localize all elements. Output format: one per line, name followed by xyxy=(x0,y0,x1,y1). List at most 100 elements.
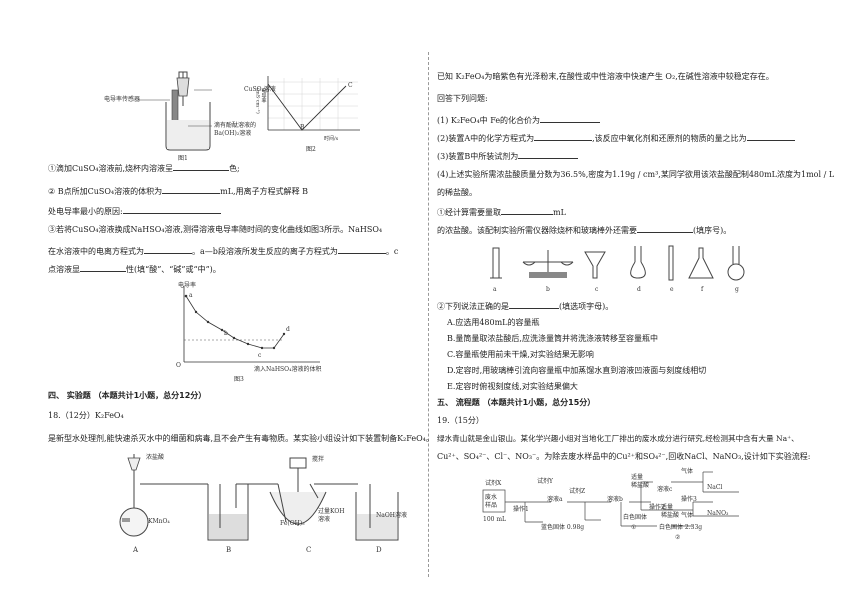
figure-1-caption: 图1 xyxy=(178,155,188,162)
q19-text-2: Cu²⁺、SO₄²⁻、Cl⁻、NO₃⁻。为除去废水样品中的Cu²⁺和SO₄²⁻,… xyxy=(437,452,811,461)
q18-part-4-options-prompt: ②下列说法正确的是(填选项字母)。 xyxy=(437,300,614,311)
flow-reagent-x: 试剂X xyxy=(485,480,502,487)
q1: ①滴加CuSO₄溶液前,烧杯内溶液呈色; xyxy=(48,162,240,173)
instrument-c: c xyxy=(595,286,599,293)
flow-dilute-hcl-2: 稀盐酸 xyxy=(661,512,680,519)
answer-blank[interactable] xyxy=(162,185,221,194)
q3-acidity: 点溶液显性(填“酸”、“碱”或“中”)。 xyxy=(48,263,221,274)
flow-sample: 样品 xyxy=(485,502,498,509)
label-a: A xyxy=(133,546,139,554)
option-b: B.量筒量取浓盐酸后,应洗涤量筒并将洗涤液转移至容量瓶中 xyxy=(447,334,658,343)
option-a: A.应选用480mL的容量瓶 xyxy=(447,318,540,327)
figure-3-point-d: d xyxy=(286,326,290,333)
option-d: D.定容时,用玻璃棒引流向容量瓶中加蒸馏水直到溶液凹液面与刻度线相切 xyxy=(447,366,707,375)
flow-gas: 气体 xyxy=(681,468,694,475)
flow-op3: 操作3 xyxy=(681,496,697,503)
label-stir: 搅拌 xyxy=(312,456,325,463)
figure-3-caption: 图3 xyxy=(234,376,244,383)
figure-2-caption: 图2 xyxy=(306,146,316,153)
answer-blank[interactable] xyxy=(746,132,795,141)
answer-blank[interactable] xyxy=(534,132,593,141)
flow-solution-c: 溶液c xyxy=(657,486,673,493)
figure-2-xlabel: 时间/s xyxy=(324,136,339,142)
label-naoh: NaOH溶液 xyxy=(376,512,407,519)
flow-white-solid-1: 白色固体 xyxy=(623,514,648,521)
figure-2-ylabel: 电导率(mS·cm⁻¹) xyxy=(254,88,267,114)
instrument-e: e xyxy=(670,286,674,293)
label-kmno4: KMnO₄ xyxy=(148,518,170,525)
answer-blank[interactable] xyxy=(509,300,559,309)
q18-part-1: (1) K₂FeO₄中 Fe的化合价为 xyxy=(437,114,601,126)
flow-reagent-z: 试剂Z xyxy=(569,488,586,495)
figure-1-beaker xyxy=(138,71,212,151)
flow-suitable: 适量 xyxy=(631,474,644,481)
option-c: C.容量瓶使用前未干燥,对实验结果无影响 xyxy=(447,350,594,359)
answer-blank[interactable] xyxy=(637,224,693,233)
q18-text: 是新型水处理剂,能快速杀灭水中的细菌和病毒,且不会产生有毒物质。某实验小组设计如… xyxy=(48,434,434,443)
flow-solution-a: 溶液a xyxy=(547,496,563,503)
q18-part-4-cont: 的稀盐酸。 xyxy=(437,188,477,197)
q18-part-3: (3)装置B中所装试剂为 xyxy=(437,150,579,162)
q18-part-4-instruments: 的浓盐酸。该配制实验所需仪器除烧杯和玻璃棒外还需要(填序号)。 xyxy=(437,224,732,235)
figure-3-origin: O xyxy=(176,362,181,369)
answer-blank[interactable] xyxy=(173,162,230,171)
label-c: C xyxy=(306,546,312,554)
figure-2-chart xyxy=(267,76,360,131)
instruments-diagram xyxy=(490,245,745,281)
answer-blank[interactable] xyxy=(518,150,579,159)
figure-3-point-b: b xyxy=(224,330,228,337)
figure-3-chart xyxy=(183,286,320,363)
answer-blank[interactable] xyxy=(540,114,601,123)
option-e: E.定容时俯视刻度线,对实验结果偏大 xyxy=(447,382,578,391)
flow-circle-1: ① xyxy=(631,524,637,531)
label-solution-2: Ba(OH)₂溶液 xyxy=(214,130,252,137)
figure-3-point-c: c xyxy=(258,352,262,359)
section-4-heading: 四、 实验题 （本题共计1小题，总分12分） xyxy=(48,391,207,400)
answer-blank[interactable] xyxy=(337,245,386,254)
q3-equations: 在水溶液中的电离方程式为。a—b段溶液所发生反应的离子方程式为。c xyxy=(48,245,399,256)
flow-nacl: NaCl xyxy=(707,484,723,491)
label-feoh3: Fe(OH)₃ xyxy=(280,520,305,527)
answer-blank[interactable] xyxy=(501,206,553,215)
figure-3-point-a: a xyxy=(189,292,193,299)
flowchart-diagram xyxy=(482,471,739,527)
q19-text-1: 绿水青山就是金山银山。某化学兴趣小组对当地化工厂排出的废水成分进行研究,经检测其… xyxy=(437,434,799,443)
instrument-b: b xyxy=(546,286,550,293)
figure-3-xlabel: 滴入NaHSO₄溶液的体积 xyxy=(254,366,322,373)
flow-blue-solid: 蓝色固体 0.98g xyxy=(541,524,585,531)
section-5-heading: 五、 流程题 （本题共计1小题，总分15分） xyxy=(437,398,596,407)
label-koh-2: 溶液 xyxy=(318,516,331,523)
flow-waste: 废水 xyxy=(485,494,498,501)
q3-intro: ③若将CuSO₄溶液换成NaHSO₄溶液,测得溶液电导率随时间的变化曲线如图3所… xyxy=(48,225,383,234)
instrument-a: a xyxy=(493,286,497,293)
q18-part-2: (2)装置A中的化学方程式为,该反应中氧化剂和还原剂的物质的量之比为 xyxy=(437,132,795,144)
label-d: D xyxy=(376,546,382,554)
label-sensor: 电导率传感器 xyxy=(104,96,141,103)
flow-solution-b: 溶液b xyxy=(607,496,623,503)
label-cuso4: CuSO₄溶液 xyxy=(244,86,276,93)
flow-white-solid-2: 白色固体 2.33g xyxy=(659,524,703,531)
flow-op1: 操作1 xyxy=(513,506,529,513)
label-koh: 过量KOH xyxy=(318,508,345,515)
answer-prompt: 回答下列问题: xyxy=(437,94,488,103)
flow-suitable-2: 适量 xyxy=(661,504,674,511)
q18-number: 18.（12分）K₂FeO₄ xyxy=(48,411,124,420)
apparatus-diagram xyxy=(119,454,399,541)
column-divider xyxy=(428,52,429,577)
q18-part-4: (4)上述实验所需浓盐酸质量分数为36.5%,密度为1.19g / cm³,某同… xyxy=(437,170,835,179)
answer-blank[interactable] xyxy=(80,263,126,272)
q19-number: 19.（15分） xyxy=(437,416,484,425)
flow-gas-2: 气体 xyxy=(681,512,694,519)
label-hcl: 浓盐酸 xyxy=(146,454,165,461)
answer-blank[interactable] xyxy=(144,245,192,254)
label-solution-1: 滴有酚酞溶液的 xyxy=(214,122,257,129)
answer-blank[interactable] xyxy=(122,205,221,214)
label-b: B xyxy=(226,546,232,554)
flow-circle-2: ② xyxy=(675,534,681,541)
figure-3-ylabel: 电导率 xyxy=(178,282,197,289)
q2-reason: 处电导率最小的原因: xyxy=(48,205,221,217)
instrument-f: f xyxy=(701,286,704,293)
